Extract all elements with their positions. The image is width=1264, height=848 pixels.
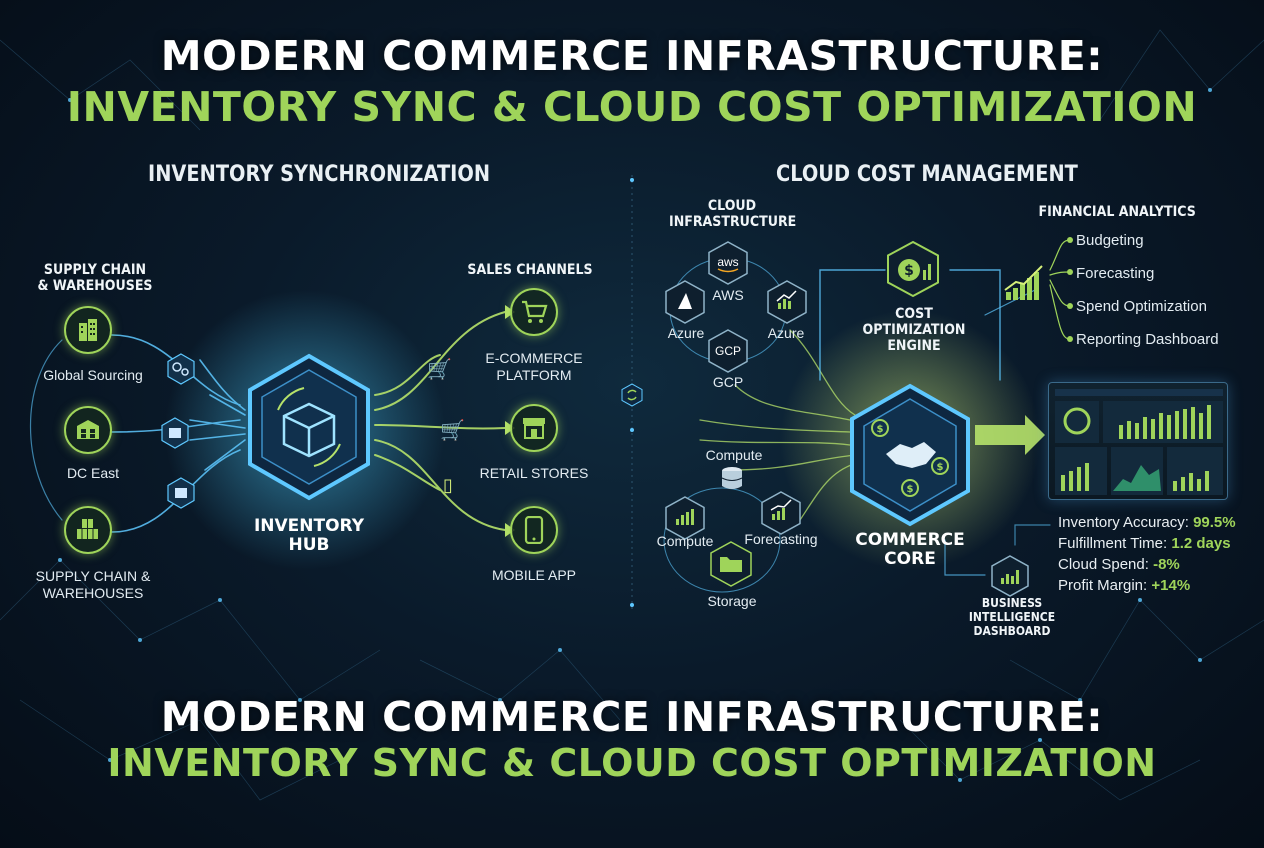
cloud-infra-header: CLOUD INFRASTRUCTURE <box>669 198 797 230</box>
analytics-item: Budgeting <box>1076 232 1144 249</box>
source-dc-east <box>64 406 112 454</box>
mobile-icon: ▯ <box>443 475 453 496</box>
svg-text:$: $ <box>937 462 944 473</box>
hub-label: INVENTORY HUB <box>253 516 365 555</box>
source-global-sourcing <box>64 306 112 354</box>
cart-icon <box>522 300 548 323</box>
box-icon <box>161 417 189 449</box>
metric-fulfillment-time: Fulfillment Time: 1.2 days <box>1058 535 1231 552</box>
azure-badge <box>665 280 705 324</box>
gears-icon <box>167 353 195 385</box>
financial-analytics-header: FINANCIAL ANALYTICS <box>1038 204 1196 220</box>
folder-icon <box>720 557 742 572</box>
provider-label: GCP <box>712 374 744 390</box>
channel-label: MOBILE APP <box>491 567 577 583</box>
analytics-item: Reporting Dashboard <box>1076 331 1219 348</box>
inventory-section-title: INVENTORY SYNCHRONIZATION <box>148 162 491 187</box>
cost-engine-badge: $ <box>887 240 939 298</box>
engine-label: COST OPTIMIZATION ENGINE <box>862 306 966 354</box>
analytics-item: Spend Optimization <box>1076 298 1207 315</box>
cloud-section-title: CLOUD COST MANAGEMENT <box>776 162 1078 187</box>
resource-label: Compute <box>656 533 714 549</box>
gcp-icon: GCP <box>715 344 741 358</box>
trend-chart-icon <box>772 508 785 520</box>
core-label: COMMERCE CORE <box>855 530 965 569</box>
svg-text:$: $ <box>877 424 884 435</box>
database-icon <box>721 467 743 489</box>
channel-label: E-COMMERCE PLATFORM <box>485 350 583 383</box>
provider-label: AWS <box>712 287 744 303</box>
channel-mobile <box>510 506 558 554</box>
channel-ecommerce <box>510 288 558 336</box>
commerce-core: $ $ $ <box>850 383 970 527</box>
provider-label: Azure <box>667 325 705 341</box>
provider-label: Azure <box>767 325 805 341</box>
source-label: Global Sourcing <box>43 367 143 383</box>
storefront-icon <box>523 418 545 439</box>
forecasting-badge <box>761 491 801 535</box>
handshake-icon <box>886 442 936 468</box>
metric-profit-margin: Profit Margin: +14% <box>1058 577 1191 594</box>
building-icon <box>79 319 97 341</box>
footer-title-line2: INVENTORY SYNC & CLOUD COST OPTIMIZATION <box>107 741 1157 785</box>
bi-badge <box>991 555 1029 597</box>
analytics-item: Forecasting <box>1076 265 1155 282</box>
sync-icon <box>621 383 643 407</box>
dollar-icon <box>898 259 920 281</box>
header-title-line1: MODERN COMMERCE INFRASTRUCTURE: <box>160 32 1104 80</box>
compute-badge <box>665 496 705 540</box>
resource-label: Storage <box>707 593 757 609</box>
inventory-hub <box>248 353 370 501</box>
svg-text:$: $ <box>907 484 914 495</box>
trend-chart-icon <box>778 299 791 309</box>
footer-title-line1: MODERN COMMERCE INFRASTRUCTURE: <box>160 693 1104 741</box>
source-label: SUPPLY CHAIN & WAREHOUSES <box>35 568 151 601</box>
resource-label: Forecasting <box>744 531 818 547</box>
svg-text:$: $ <box>904 263 914 279</box>
supply-chain-header: SUPPLY CHAIN & WAREHOUSES <box>37 262 153 294</box>
boxes-icon <box>77 519 98 539</box>
header-title-line2: INVENTORY SYNC & CLOUD COST OPTIMIZATION <box>66 83 1198 131</box>
sales-channels-header: SALES CHANNELS <box>467 262 593 278</box>
dashboard-widgets <box>1055 389 1223 495</box>
source-supply-chain <box>64 506 112 554</box>
azure-icon <box>678 293 692 309</box>
warehouse-icon <box>77 420 99 439</box>
bar-chart-icon <box>676 509 694 525</box>
metric-cloud-spend: Cloud Spend: -8% <box>1058 556 1180 573</box>
azure-chart-badge <box>767 280 807 324</box>
gcp-badge: GCP <box>708 329 748 373</box>
growth-chart-icon <box>1004 265 1043 300</box>
cart-icon: 🛒 <box>440 418 465 442</box>
storage-badge <box>710 541 752 587</box>
mobile-icon <box>524 516 544 544</box>
source-label: DC East <box>66 465 120 481</box>
resource-label: Compute <box>705 447 763 463</box>
cart-icon: 🛒 <box>427 357 452 381</box>
channel-label: RETAIL STORES <box>479 465 589 481</box>
metric-inventory-accuracy: Inventory Accuracy: 99.5% <box>1058 514 1236 531</box>
arrow-to-dashboard <box>975 415 1045 455</box>
dashboard-preview <box>1048 382 1228 500</box>
bi-label: BUSINESS INTELLIGENCE DASHBOARD <box>968 596 1056 638</box>
package-icon <box>282 402 336 458</box>
aws-icon: aws <box>717 255 738 269</box>
channel-retail <box>510 404 558 452</box>
box-icon <box>167 477 195 509</box>
trend-chart-icon <box>1001 570 1019 584</box>
aws-badge: aws <box>708 241 748 285</box>
